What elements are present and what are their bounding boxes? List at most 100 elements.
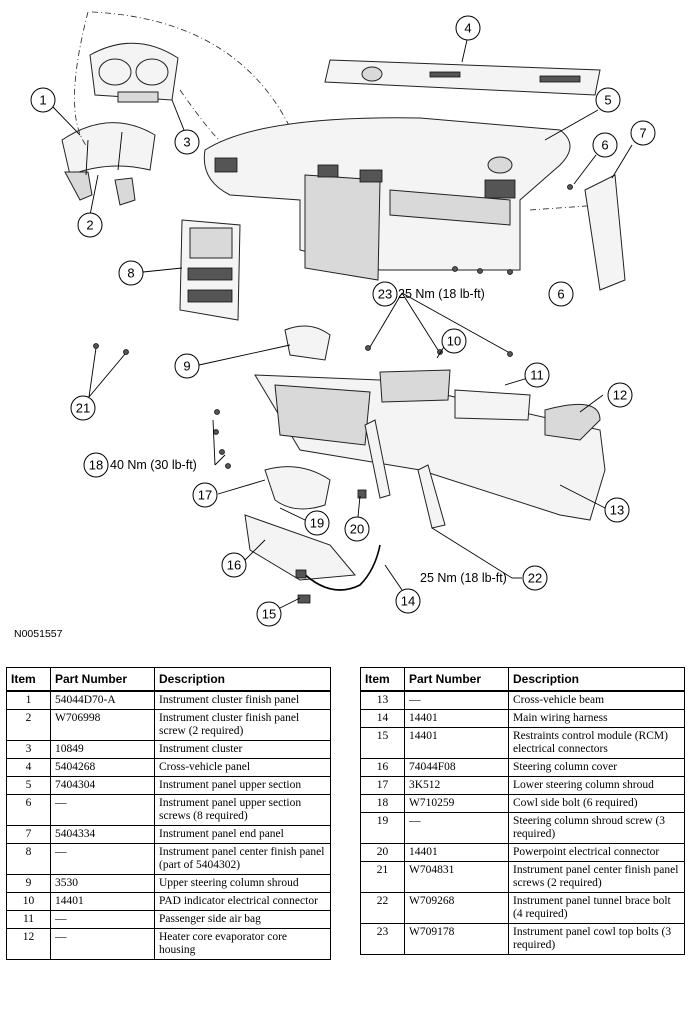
cell-part-number: 10849: [50, 740, 155, 759]
cell-part-number: —: [50, 794, 155, 826]
wiring-harness-drawing: [299, 544, 381, 591]
cell-item: 13: [360, 690, 405, 710]
cell-part-number: W709178: [404, 923, 509, 955]
instrument-panel-upper-drawing: [203, 117, 571, 281]
svg-text:14: 14: [401, 594, 415, 609]
svg-text:8: 8: [127, 266, 134, 281]
header-part-number: Part Number: [50, 667, 155, 692]
svg-text:10: 10: [447, 334, 461, 349]
table-header-row: Item Part Number Description: [360, 667, 685, 692]
svg-text:3: 3: [183, 135, 190, 150]
svg-text:16: 16: [227, 558, 241, 573]
cross-vehicle-beam-drawing: [254, 369, 606, 529]
cell-part-number: W709268: [404, 892, 509, 924]
column-cover-drawing: [244, 514, 356, 581]
callout-12: 12: [607, 382, 633, 408]
cell-description: Cross-vehicle panel: [154, 758, 331, 777]
table-row: 11—Passenger side air bag: [6, 910, 331, 929]
cell-description: PAD indicator electrical connector: [154, 892, 331, 911]
cluster-finish-panel-drawing: [61, 122, 156, 206]
callout-22: 22: [522, 565, 548, 591]
fastener-drawing: [93, 184, 573, 469]
cell-description: Lower steering column shroud: [508, 776, 685, 795]
cell-item: 12: [6, 928, 51, 960]
cell-part-number: —: [404, 690, 509, 710]
cell-item: 15: [360, 727, 405, 759]
callout-17: 17: [192, 482, 218, 508]
cell-description: Instrument panel tunnel brace bolt (4 re…: [508, 892, 685, 924]
header-description: Description: [154, 667, 331, 692]
cell-item: 7: [6, 825, 51, 844]
callout-2: 2: [77, 212, 103, 238]
exploded-diagram: 1 2 3 4 5 6 6 7 8 9 10 11 12 13 14 15 16…: [30, 11, 656, 627]
callout-1: 1: [30, 87, 56, 113]
svg-text:12: 12: [613, 388, 627, 403]
table-header-row: Item Part Number Description: [6, 667, 331, 692]
cell-part-number: 7404304: [50, 776, 155, 795]
cell-part-number: 54044D70-A: [50, 690, 155, 710]
svg-text:15: 15: [262, 607, 276, 622]
cross-vehicle-panel-drawing: [324, 59, 601, 96]
cell-item: 2: [6, 709, 51, 741]
cell-part-number: —: [404, 812, 509, 844]
cell-item: 8: [6, 843, 51, 875]
svg-text:19: 19: [310, 516, 324, 531]
header-description: Description: [508, 667, 685, 692]
lower-shroud-drawing: [264, 466, 331, 510]
svg-text:5: 5: [604, 93, 611, 108]
svg-text:17: 17: [198, 488, 212, 503]
callout-19: 19: [304, 510, 330, 536]
svg-text:21: 21: [76, 401, 90, 416]
cell-description: Instrument panel upper section screws (8…: [154, 794, 331, 826]
svg-text:1: 1: [39, 93, 46, 108]
cell-description: Steering column cover: [508, 758, 685, 777]
svg-text:20: 20: [350, 522, 364, 537]
cell-part-number: 14401: [404, 709, 509, 728]
cell-item: 10: [6, 892, 51, 911]
callout-4: 4: [455, 15, 481, 41]
cell-part-number: 3K512: [404, 776, 509, 795]
callout-8: 8: [118, 260, 144, 286]
cell-part-number: W706998: [50, 709, 155, 741]
cell-item: 18: [360, 794, 405, 813]
header-item: Item: [6, 667, 51, 692]
cell-description: Passenger side air bag: [154, 910, 331, 929]
callout-21: 21: [70, 395, 96, 421]
cell-description: Heater core evaporator core housing: [154, 928, 331, 960]
figure-id: N0051557: [14, 628, 63, 640]
cell-part-number: —: [50, 928, 155, 960]
cell-part-number: 14401: [50, 892, 155, 911]
callout-3: 3: [174, 129, 200, 155]
cell-part-number: 14401: [404, 727, 509, 759]
cell-description: Instrument cluster finish panel screw (2…: [154, 709, 331, 741]
cell-part-number: 14401: [404, 843, 509, 862]
cell-item: 14: [360, 709, 405, 728]
callout-16: 16: [221, 552, 247, 578]
svg-text:13: 13: [610, 503, 624, 518]
svg-text:7: 7: [639, 126, 646, 141]
svg-text:18: 18: [89, 458, 103, 473]
cell-description: Cowl side bolt (6 required): [508, 794, 685, 813]
cell-part-number: —: [50, 910, 155, 929]
cell-description: Restraints control module (RCM) electric…: [508, 727, 685, 759]
cell-description: Upper steering column shroud: [154, 874, 331, 893]
cell-item: 5: [6, 776, 51, 795]
table-row: 12—Heater core evaporator core housing: [6, 928, 331, 960]
callout-6: 6: [592, 132, 618, 158]
svg-text:2: 2: [86, 218, 93, 233]
callout-7: 7: [630, 120, 656, 146]
cell-part-number: —: [50, 843, 155, 875]
